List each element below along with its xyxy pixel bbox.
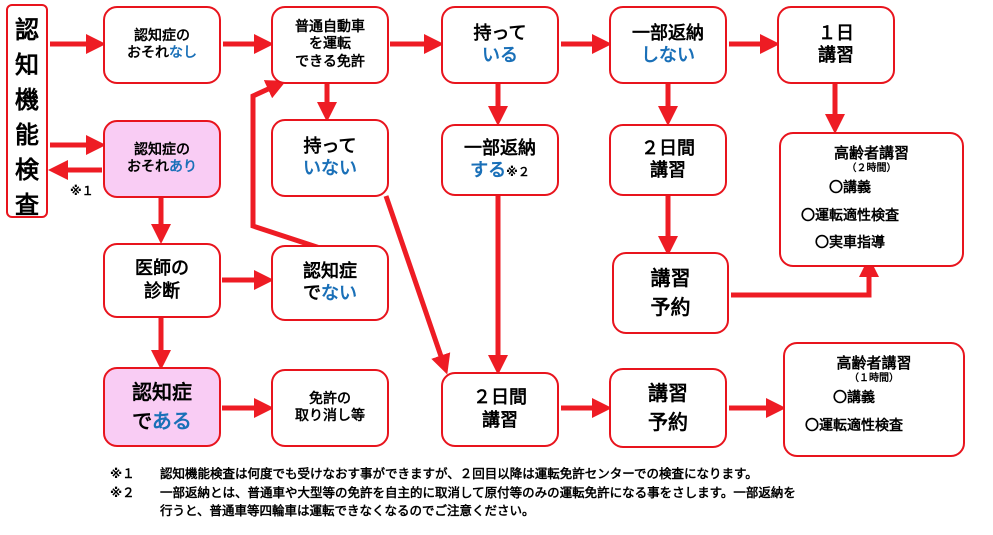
no-risk-line2b: なし — [169, 45, 197, 61]
arrow-not-dementia-to-license — [250, 80, 327, 253]
footnote-2-text-line2: 行うと、普通車等四輪車は運転できなくなるのでご注意ください。 — [160, 503, 535, 518]
cognitive-test-title: 認 知 機 能 検 査 — [6, 4, 48, 219]
dementia-line1: 認知症 — [132, 380, 192, 404]
footnote-1-mark: ※１ — [110, 466, 135, 481]
risk-line2a: おそれ — [127, 159, 169, 175]
elder-course-2h-box: 高齢者講習 （２時間） 〇講義 〇運転適性検査 〇実車指導 — [779, 132, 964, 267]
two-day-b-line1: ２日間 — [473, 387, 527, 408]
elder-b-item: 〇運転適性検査 — [805, 417, 903, 434]
reserve-b-line1: 講習 — [648, 381, 688, 405]
footnote-1-text: 認知機能検査は何度でも受けなおす事ができますが、２回目以降は運転免許センターでの… — [160, 466, 758, 481]
arrow-not-have-to-two-day — [383, 195, 451, 375]
two-day-course-box-b: ２日間 講習 — [441, 372, 559, 447]
license-line1: 普通自動車 — [295, 18, 365, 35]
have-line2: いる — [482, 45, 518, 66]
elder-a-hours: （２時間） — [846, 162, 897, 174]
one-day-course-box: １日 講習 — [777, 6, 895, 84]
elder-a-item: 〇運転適性検査 — [801, 207, 899, 224]
license-line3: できる免許 — [295, 53, 365, 70]
dementia-line2b: ある — [151, 409, 192, 433]
elder-b-hours: （１時間） — [849, 372, 899, 384]
doctor-diagnosis-box: 医師の 診断 — [103, 243, 221, 318]
no-risk-line1: 認知症の — [134, 27, 190, 44]
risk-line1: 認知症の — [134, 141, 190, 158]
revoke-line2: 取り消し等 — [295, 408, 365, 424]
partial-yes-note: ※２ — [506, 165, 530, 179]
partial-no-line2: しない — [641, 45, 695, 66]
have-license-box: 持って いる — [441, 6, 559, 84]
title-char: 検 — [15, 156, 39, 184]
risk-line2b: あり — [169, 159, 197, 175]
not-have-license-box: 持って いない — [271, 119, 389, 197]
partial-yes-line1: 一部返納 — [464, 137, 536, 159]
not-dementia-box: 認知症 でない — [271, 245, 389, 321]
partial-return-yes-box: 一部返納 する※２ — [441, 124, 559, 196]
reserve-box-a: 講習 予約 — [612, 252, 729, 334]
revoke-line1: 免許の — [309, 390, 351, 407]
reserve-box-b: 講習 予約 — [609, 368, 727, 448]
not-have-line2: いない — [303, 158, 357, 179]
elder-b-item: 〇講義 — [833, 390, 875, 407]
not-dementia-line2a: で — [303, 283, 321, 304]
license-line2: を運転 — [309, 36, 351, 53]
partial-return-no-box: 一部返納 しない — [609, 6, 727, 84]
two-day-a-line1: ２日間 — [641, 137, 695, 159]
arrow-reserve-to-elder-a — [731, 257, 879, 298]
footnote-2-text-line1: 一部返納とは、普通車や大型等の免許を自主的に取消して原付等のみの運転免許になる事… — [160, 485, 796, 500]
two-day-a-line2: 講習 — [650, 160, 686, 181]
title-char: 査 — [15, 191, 39, 219]
have-line1: 持って — [473, 22, 527, 44]
one-day-line2: 講習 — [818, 45, 854, 66]
no-risk-box: 認知症の おそれなし — [103, 6, 221, 84]
elder-b-title: 高齢者講習 — [836, 354, 912, 372]
dementia-line2a: で — [132, 409, 152, 433]
license-question-box: 普通自動車 を運転 できる免許 — [271, 6, 389, 84]
elder-a-item: 〇講義 — [829, 180, 871, 197]
elder-course-1h-box: 高齢者講習 （１時間） 〇講義 〇運転適性検査 — [783, 342, 965, 457]
elder-a-title: 高齢者講習 — [833, 144, 909, 162]
title-char: 知 — [15, 51, 39, 79]
footnote-2-mark: ※２ — [110, 485, 135, 500]
partial-yes-line2: する — [470, 160, 507, 181]
elder-a-item: 〇実車指導 — [815, 234, 885, 251]
title-char: 機 — [15, 86, 39, 114]
reserve-b-line2: 予約 — [648, 410, 688, 434]
not-dementia-line2b: ない — [321, 283, 357, 304]
reserve-a-line1: 講習 — [650, 266, 691, 290]
doctor-line2: 診断 — [144, 280, 180, 302]
elder-a-list: 〇講義 〇運転適性検査 〇実車指導 — [801, 175, 899, 257]
not-have-line1: 持って — [303, 135, 357, 157]
one-day-line1: １日 — [818, 22, 854, 44]
reserve-a-line2: 予約 — [650, 295, 691, 319]
title-char: 認 — [15, 16, 39, 44]
no-risk-line2a: おそれ — [127, 45, 169, 61]
elder-b-list: 〇講義 〇運転適性検査 — [805, 385, 903, 440]
doctor-line1: 医師の — [135, 258, 189, 279]
two-day-course-box-a: ２日間 講習 — [609, 124, 727, 196]
license-revoke-box: 免許の 取り消し等 — [271, 369, 389, 447]
risk-box: 認知症の おそれあり — [103, 120, 221, 198]
title-char: 能 — [15, 121, 39, 149]
two-day-b-line2: 講習 — [482, 409, 518, 431]
dementia-box: 認知症 である — [103, 367, 221, 447]
not-dementia-line1: 認知症 — [303, 260, 357, 282]
risk-note-mark: ※１ — [70, 184, 94, 198]
partial-no-line1: 一部返納 — [632, 22, 704, 44]
